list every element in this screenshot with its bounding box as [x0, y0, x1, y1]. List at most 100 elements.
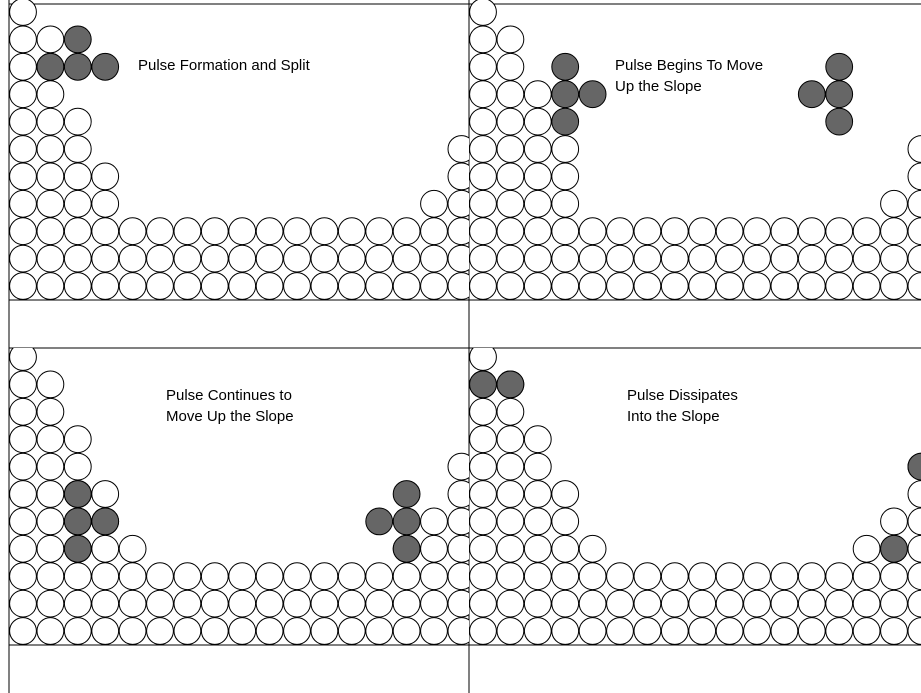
pulse-bead [91, 507, 120, 536]
bead [633, 562, 662, 591]
bead [797, 617, 826, 645]
bead [496, 425, 525, 454]
bead [825, 272, 854, 300]
bead [447, 452, 469, 481]
panel-title-line-1: Pulse Begins To Move [615, 57, 763, 74]
bead [530, 371, 557, 398]
pulse-bead [496, 370, 525, 399]
bead [255, 272, 284, 300]
bead [9, 617, 37, 645]
bead [447, 272, 469, 300]
bead [228, 562, 257, 591]
bead [447, 162, 469, 191]
bead [523, 452, 552, 481]
bead [496, 617, 525, 645]
bead [365, 244, 394, 273]
bead [907, 162, 921, 191]
bead [715, 244, 744, 273]
bead [310, 589, 339, 618]
bead [228, 217, 257, 246]
pulse-bead [469, 370, 497, 399]
bead [469, 272, 497, 300]
bead [660, 272, 689, 300]
bead [880, 507, 908, 536]
bead [578, 217, 607, 246]
bead [337, 272, 366, 300]
bead [9, 534, 37, 563]
bead [496, 135, 525, 163]
bead [255, 617, 284, 645]
bead [496, 452, 525, 481]
bead [118, 589, 147, 618]
bead [880, 562, 908, 591]
bead [283, 217, 311, 246]
bead [9, 162, 37, 191]
bead [420, 507, 448, 536]
bead [63, 562, 92, 591]
bead [523, 107, 552, 136]
bead [447, 507, 469, 536]
pulse-bead [63, 534, 92, 563]
bead [63, 272, 92, 300]
bead [825, 617, 854, 645]
pulse-bead [392, 534, 421, 563]
bead [797, 589, 826, 618]
panel-title-line-1: Pulse Dissipates [627, 387, 738, 404]
bead [660, 217, 689, 246]
bead [255, 589, 284, 618]
bead [91, 162, 120, 191]
bead [606, 244, 634, 273]
bead [469, 534, 497, 563]
bead [496, 217, 525, 246]
bead [420, 217, 448, 246]
bead [715, 617, 744, 645]
bead [392, 562, 421, 591]
bead [496, 534, 525, 563]
pulse-bead [365, 507, 394, 536]
bead [173, 562, 202, 591]
pulse-bead [63, 52, 92, 81]
pulse-bead [825, 80, 854, 109]
bead [91, 189, 120, 218]
bead [660, 589, 689, 618]
pulse-bead [825, 52, 854, 81]
bead [228, 617, 257, 645]
panel-title-line-2: Into the Slope [627, 408, 720, 425]
bead [469, 480, 497, 508]
bead [770, 217, 799, 246]
bead [496, 397, 525, 426]
bead [118, 617, 147, 645]
bead [907, 272, 921, 300]
pulse-bead [63, 25, 92, 54]
bead [36, 25, 65, 54]
bead [91, 617, 120, 645]
bead [146, 617, 174, 645]
bead [523, 135, 552, 163]
bead [9, 452, 37, 481]
bead [797, 272, 826, 300]
bead [606, 617, 634, 645]
bead [310, 217, 339, 246]
bead [392, 244, 421, 273]
bead [743, 562, 771, 591]
bead [420, 617, 448, 645]
bead [228, 272, 257, 300]
bead [118, 562, 147, 591]
bead [469, 217, 497, 246]
bead [337, 589, 366, 618]
bead [852, 534, 881, 563]
bead [907, 562, 921, 591]
bead [337, 617, 366, 645]
bead [469, 397, 497, 426]
bead [173, 617, 202, 645]
bead [633, 617, 662, 645]
pulse-bead [551, 107, 580, 136]
bead [9, 370, 37, 399]
bead [907, 217, 921, 246]
panel-title-line-2: Move Up the Slope [166, 408, 294, 425]
bead [63, 452, 92, 481]
bead [907, 480, 921, 508]
bead [660, 244, 689, 273]
panel-dissipates: Pulse Dissipates Into the Slope [469, 348, 921, 645]
bead [715, 562, 744, 591]
